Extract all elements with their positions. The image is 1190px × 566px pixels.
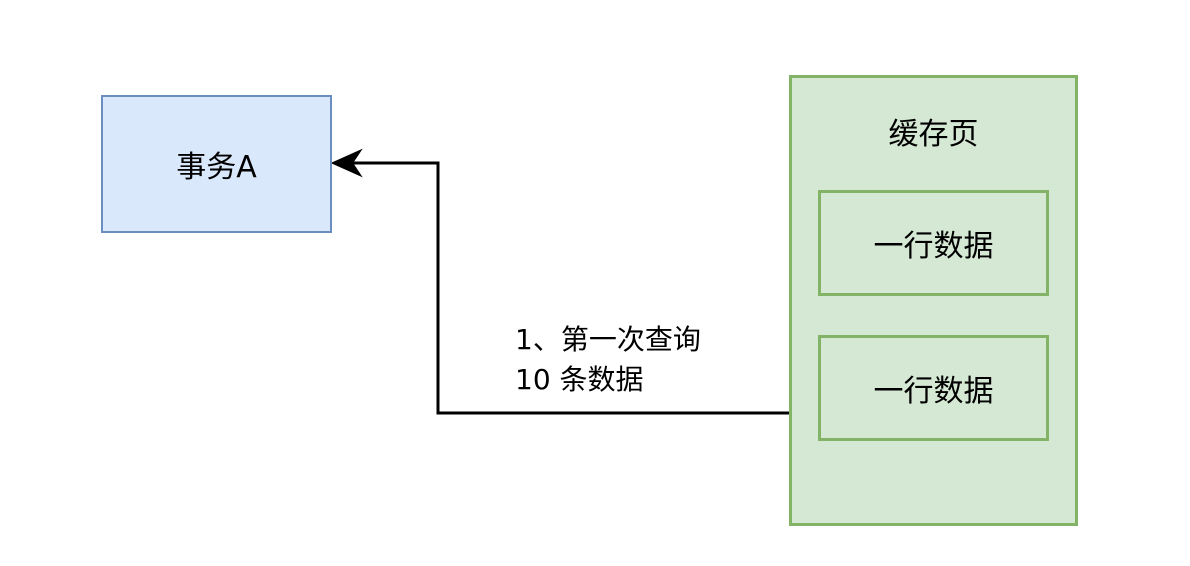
edge-label-line-1: 1、第一次查询	[515, 323, 701, 356]
data-row-2: 一行数据	[818, 335, 1049, 441]
data-row-label: 一行数据	[873, 229, 994, 264]
transaction-a-label: 事务A	[176, 150, 257, 185]
cache-page-container	[789, 75, 1078, 526]
transaction-a-box: 事务A	[101, 95, 332, 233]
edge-label-line-2: 10 条数据	[515, 363, 644, 396]
data-row-label: 一行数据	[873, 374, 994, 409]
edge-label: 1、第一次查询 10 条数据	[515, 320, 701, 400]
cache-page-title: 缓存页	[888, 117, 979, 152]
arrowhead-icon	[330, 148, 363, 178]
data-row-1: 一行数据	[818, 190, 1049, 296]
connector-line	[350, 161, 789, 415]
